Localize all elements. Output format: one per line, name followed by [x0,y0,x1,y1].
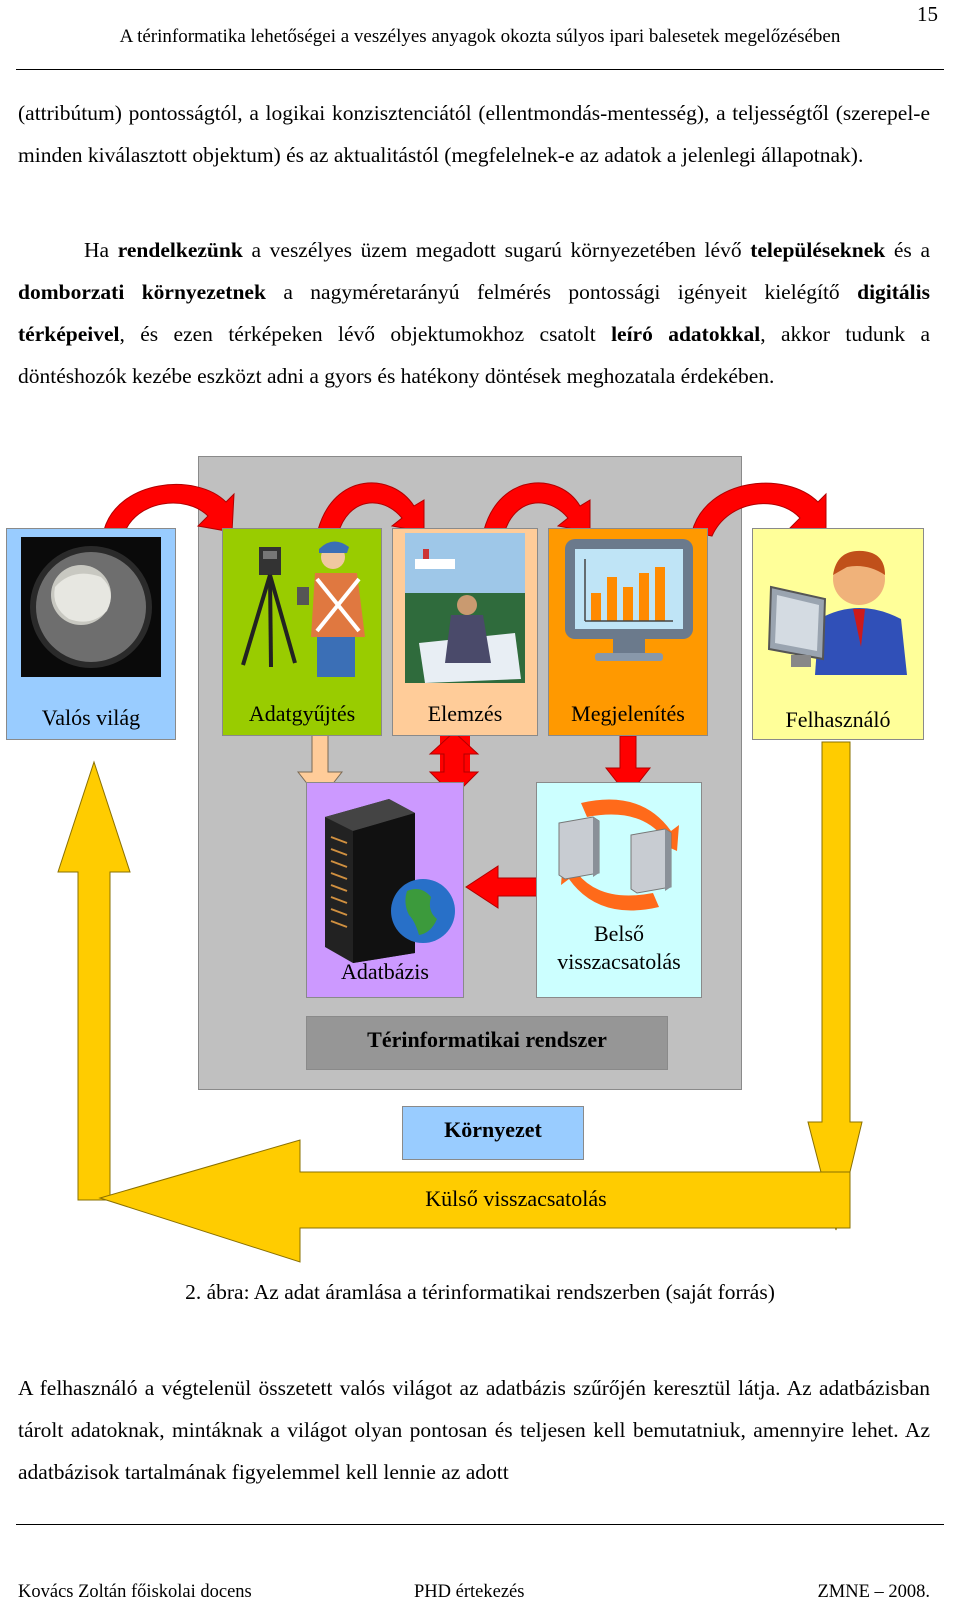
figure-data-flow: Valós világ Adatgyűjtés [0,450,960,1280]
bold-term: domborzati környezetnek [18,280,266,304]
user-box: Felhasználó [752,528,924,740]
text-run: Ha [84,238,118,262]
paragraph-2: Ha rendelkezünk a veszélyes üzem megadot… [18,229,930,397]
data-collection-box: Adatgyűjtés [222,528,382,736]
text-run: a veszélyes üzem megadott sugarú környez… [242,238,751,262]
curved-arrow-4 [691,482,827,537]
display-box: Megjelenítés [548,528,708,736]
gis-system-box: Térinformatikai rendszer [306,1016,668,1070]
footer-institution: ZMNE – 2008. [817,1582,930,1602]
gis-system-label: Térinformatikai rendszer [367,1027,607,1052]
database-label: Adatbázis [341,959,429,984]
bold-term: településeknek [750,238,886,262]
globe-icon [21,537,161,677]
bold-term: digitális térképeivel [18,280,930,346]
surveyor-icon [241,541,365,677]
text-run: és a [885,238,930,262]
footer-author: Kovács Zoltán főiskolai docens [18,1582,252,1602]
analyst-icon [405,533,525,683]
yellow-down-arrow [807,741,863,1231]
user-computer-icon [767,550,907,675]
environment-label: Környezet [444,1117,542,1142]
real-world-label: Valós világ [41,705,141,730]
bold-term: rendelkezünk [117,238,243,262]
monitor-chart-icon [565,539,693,661]
paragraph-3: A felhasználó a végtelenül összetett val… [18,1376,930,1484]
running-header: A térinformatika lehetőségei a veszélyes… [119,26,841,47]
footer-rule [16,1524,944,1525]
real-world-box: Valós világ [6,528,176,740]
curved-arrow-1 [103,484,235,535]
analysis-box: Elemzés [392,528,538,736]
yellow-up-arrow [57,760,131,1201]
page-number: 15 [917,2,938,26]
data-collection-label: Adatgyűjtés [248,701,356,726]
curved-arrow-2 [317,482,425,535]
server-sync-icon [558,799,679,911]
footer-doc-type: PHD értekezés [414,1582,525,1602]
bold-term: leíró adatokkal [611,322,761,346]
internal-feedback-box: Belső visszacsatolás [536,782,702,998]
server-globe-icon [325,799,455,963]
text-run: , akkor tudunk a döntéshozók kezébe eszk… [18,322,930,388]
internal-feedback-label-1: Belső [593,921,645,946]
red-left-arrow [465,865,541,909]
analysis-label: Elemzés [427,701,503,726]
database-box: Adatbázis [306,782,464,998]
text-run: a nagyméretarányú felmérés pontossági ig… [265,280,858,304]
text-run: , és ezen térképeken lévő objektumokhoz … [119,322,612,346]
header-rule [16,69,944,70]
external-feedback-label: Külső visszacsatolás [425,1186,607,1211]
display-label: Megjelenítés [571,701,685,726]
internal-feedback-label-2: visszacsatolás [557,949,681,974]
curved-arrow-3 [483,482,591,535]
yellow-left-arrow [98,1139,851,1263]
paragraph-1: (attribútum) pontosságtól, a logikai kon… [18,101,930,167]
environment-box: Környezet [402,1106,584,1160]
figure-caption: 2. ábra: Az adat áramlása a térinformati… [185,1280,775,1304]
user-label: Felhasználó [785,707,891,732]
figure-arrows [57,482,863,1263]
